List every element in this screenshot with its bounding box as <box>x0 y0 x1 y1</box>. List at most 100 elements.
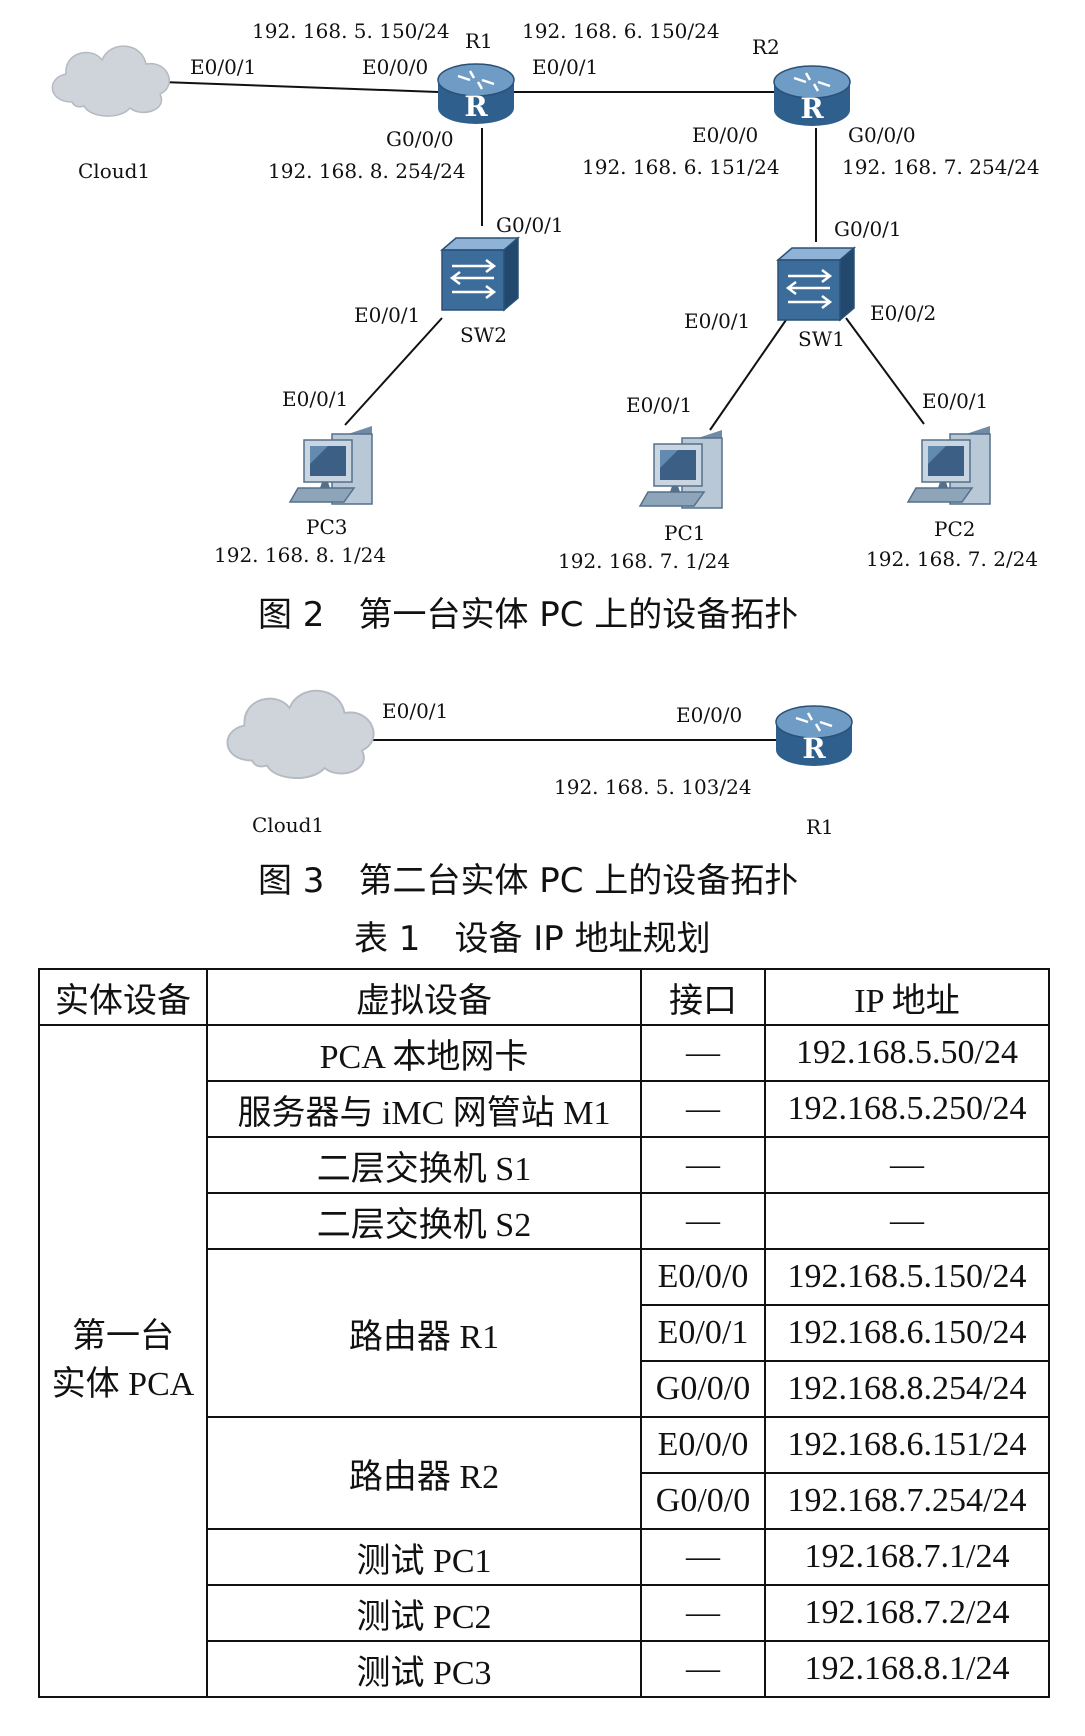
virtual-device-cell: 二层交换机 S1 <box>206 1136 642 1194</box>
interface-cell: G0/0/0 <box>640 1472 766 1530</box>
r1-name: R1 <box>465 29 493 53</box>
r1-e001-port: E0/0/1 <box>532 55 598 79</box>
pc1-icon <box>639 429 723 509</box>
r2-name: R2 <box>752 35 780 59</box>
pc3-icon <box>289 425 373 505</box>
header-physical-device: 实体设备 <box>38 968 208 1026</box>
interface-cell: G0/0/0 <box>640 1360 766 1418</box>
fig3-cloud-e001-port: E0/0/1 <box>382 699 448 723</box>
link-sw2-pc3 <box>344 317 443 426</box>
pc3-name: PC3 <box>306 515 347 539</box>
link-sw1-pc2 <box>845 317 925 425</box>
r1-g000-ip: 192. 168. 8. 254/24 <box>268 159 466 183</box>
ip-cell: 192.168.8.254/24 <box>764 1360 1050 1418</box>
interface-cell: — <box>640 1136 766 1194</box>
table-row: 服务器与 iMC 网管站 M1 — 192.168.5.250/24 <box>39 1080 1050 1138</box>
table-header-row: 实体设备 虚拟设备 接口 IP 地址 <box>38 968 1050 1026</box>
fig3-r1-e000-ip: 192. 168. 5. 103/24 <box>554 775 752 799</box>
r2-e000-ip: 192. 168. 6. 151/24 <box>582 155 780 179</box>
physical-device-cell: 第一台 实体 PCA <box>38 1024 208 1698</box>
ip-cell: 192.168.6.150/24 <box>764 1304 1050 1362</box>
table-row: 路由器 R2 E0/0/0 192.168.6.151/24 <box>39 1416 1050 1530</box>
physical-device-line2: 实体 PCA <box>51 1366 195 1403</box>
table-row: 路由器 R1 E0/0/0 192.168.5.150/24 <box>39 1248 1050 1418</box>
r2-router-icon <box>772 64 852 128</box>
pc1-name: PC1 <box>664 521 705 545</box>
table-row: 二层交换机 S2 — — <box>39 1192 1050 1250</box>
cloud1-icon <box>51 45 171 117</box>
sw2-switch-icon <box>440 236 520 312</box>
table-row: 测试 PC2 — 192.168.7.2/24 <box>39 1584 1050 1642</box>
sw1-switch-icon <box>776 246 856 322</box>
sw1-e001-port: E0/0/1 <box>684 309 750 333</box>
virtual-device-cell: 服务器与 iMC 网管站 M1 <box>206 1080 642 1138</box>
fig3-cloud1-icon <box>226 689 375 780</box>
table-row: G0/0/0 192.168.8.254/24 <box>39 1360 1050 1418</box>
fig3-caption: 图 3 第二台实体 PC 上的设备拓扑 <box>258 861 798 901</box>
header-ip-address: IP 地址 <box>764 968 1050 1026</box>
sw2-g001-port: G0/0/1 <box>496 213 564 237</box>
link-sw1-pc1 <box>709 319 787 431</box>
table-row: E0/0/1 192.168.6.150/24 <box>39 1304 1050 1362</box>
sw1-g001-port: G0/0/1 <box>834 217 902 241</box>
fig3-cloud1-name: Cloud1 <box>252 813 324 837</box>
sw2-name: SW2 <box>460 323 507 347</box>
sw1-name: SW1 <box>798 327 845 351</box>
ip-cell: — <box>764 1192 1050 1250</box>
pc2-name: PC2 <box>934 517 975 541</box>
ip-cell: 192.168.5.150/24 <box>764 1248 1050 1306</box>
table-title: 表 1 设备 IP 地址规划 <box>354 919 711 959</box>
header-virtual-device: 虚拟设备 <box>206 968 642 1026</box>
sw1-e002-port: E0/0/2 <box>870 301 936 325</box>
virtual-device-cell: 路由器 R1 <box>206 1248 642 1418</box>
interface-cell: E0/0/1 <box>640 1304 766 1362</box>
interface-cell: E0/0/0 <box>640 1248 766 1306</box>
r2-e000-port: E0/0/0 <box>692 123 758 147</box>
fig3-r1-e000-port: E0/0/0 <box>676 703 742 727</box>
virtual-device-cell: 测试 PC1 <box>206 1528 642 1586</box>
pc3-e001-port: E0/0/1 <box>282 387 348 411</box>
sw2-e001-port: E0/0/1 <box>354 303 420 327</box>
interface-cell: — <box>640 1528 766 1586</box>
interface-cell: — <box>640 1024 766 1082</box>
fig3-r1-name: R1 <box>806 815 834 839</box>
r1-e001-ip: 192. 168. 6. 150/24 <box>522 19 720 43</box>
interface-cell: — <box>640 1584 766 1642</box>
r1-g000-port: G0/0/0 <box>386 127 454 151</box>
r1-router-icon <box>436 62 516 126</box>
topology-figures: R <box>51 19 1040 959</box>
fig3-labels: E0/0/1 E0/0/0 192. 168. 5. 103/24 Cloud1… <box>252 699 834 839</box>
ip-plan-table: 实体设备 虚拟设备 接口 IP 地址 第一台 实体 PCA PCA 本地网卡 —… <box>38 968 1050 1698</box>
virtual-device-cell: PCA 本地网卡 <box>206 1024 642 1082</box>
cloud-e001-port: E0/0/1 <box>190 55 256 79</box>
pc2-e001-port: E0/0/1 <box>922 389 988 413</box>
ip-cell: 192.168.8.1/24 <box>764 1640 1050 1698</box>
interface-cell: — <box>640 1192 766 1250</box>
virtual-device-cell: 路由器 R2 <box>206 1416 642 1530</box>
pc1-ip: 192. 168. 7. 1/24 <box>558 549 730 573</box>
ip-cell: 192.168.6.151/24 <box>764 1416 1050 1474</box>
interface-cell: E0/0/0 <box>640 1416 766 1474</box>
fig2-caption: 图 2 第一台实体 PC 上的设备拓扑 <box>258 595 798 635</box>
table-row: 测试 PC3 — 192.168.8.1/24 <box>39 1640 1050 1698</box>
r1-e000-port: E0/0/0 <box>362 55 428 79</box>
fig2-labels: 192. 168. 5. 150/24 192. 168. 6. 150/24 … <box>78 19 1040 573</box>
ip-cell: 192.168.7.2/24 <box>764 1584 1050 1642</box>
interface-cell: — <box>640 1640 766 1698</box>
pc2-icon <box>907 425 991 505</box>
fig2-links <box>161 81 925 431</box>
ip-cell: 192.168.7.1/24 <box>764 1528 1050 1586</box>
ip-cell: 192.168.7.254/24 <box>764 1472 1050 1530</box>
virtual-device-cell: 测试 PC2 <box>206 1584 642 1642</box>
pc2-ip: 192. 168. 7. 2/24 <box>866 547 1038 571</box>
physical-device-line1: 第一台 <box>72 1318 174 1355</box>
table-row: 二层交换机 S1 — — <box>39 1136 1050 1194</box>
link-cloud-r1 <box>161 81 439 93</box>
pc3-ip: 192. 168. 8. 1/24 <box>214 543 386 567</box>
table-row: G0/0/0 192.168.7.254/24 <box>39 1472 1050 1530</box>
ip-cell: 192.168.5.250/24 <box>764 1080 1050 1138</box>
r1-e000-ip: 192. 168. 5. 150/24 <box>252 19 450 43</box>
r2-g000-ip: 192. 168. 7. 254/24 <box>842 155 1040 179</box>
r2-g000-port: G0/0/0 <box>848 123 916 147</box>
virtual-device-cell: 测试 PC3 <box>206 1640 642 1698</box>
